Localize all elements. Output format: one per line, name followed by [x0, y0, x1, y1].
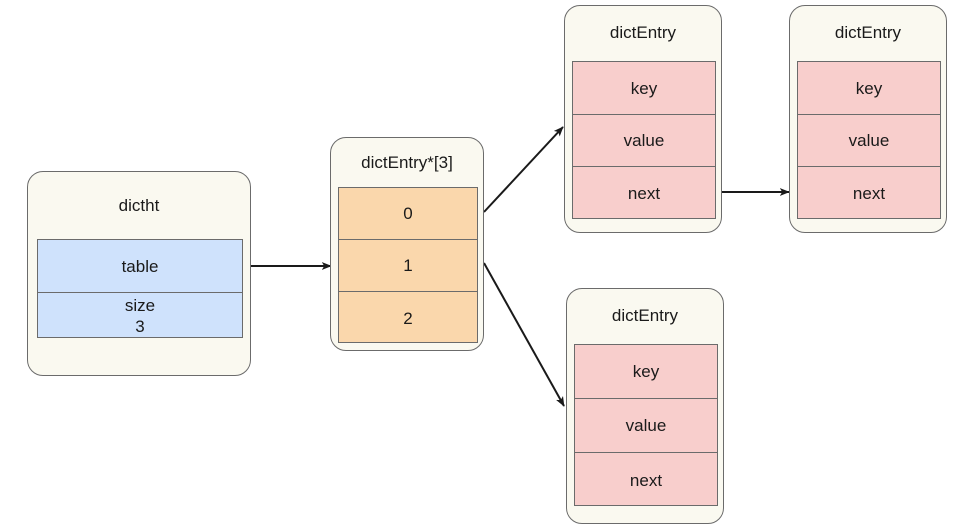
node-entry-bottom-title: dictEntry — [611, 306, 679, 325]
node-table-array-title: dictEntry*[3] — [361, 153, 453, 172]
array-slot-2[interactable]: 2 — [339, 292, 477, 342]
field-dictht-size[interactable]: size 3 — [38, 293, 242, 337]
node-table-array[interactable]: dictEntry*[3] 0 1 2 — [330, 137, 484, 351]
field-entry-bottom-next[interactable]: next — [575, 453, 717, 505]
array-slot-0[interactable]: 0 — [339, 188, 477, 240]
field-entry-bottom-value[interactable]: value — [575, 399, 717, 453]
node-dictht-title: dictht — [118, 196, 160, 215]
node-entry-top-right[interactable]: dictEntry key value next — [789, 5, 947, 233]
node-entry-bottom-fields: key value next — [574, 344, 718, 506]
arrow-slot1-to-entry-bottom — [483, 262, 565, 407]
field-entry-top-right-value[interactable]: value — [798, 115, 940, 167]
node-dictht[interactable]: dictht table size 3 — [27, 171, 251, 376]
field-entry-top-left-next[interactable]: next — [573, 167, 715, 218]
node-entry-bottom[interactable]: dictEntry key value next — [566, 288, 724, 524]
field-dictht-table[interactable]: table — [38, 240, 242, 293]
node-entry-top-left[interactable]: dictEntry key value next — [564, 5, 722, 233]
array-slot-1[interactable]: 1 — [339, 240, 477, 292]
node-table-array-fields: 0 1 2 — [338, 187, 478, 343]
node-entry-top-left-title: dictEntry — [609, 23, 677, 42]
node-dictht-fields: table size 3 — [37, 239, 243, 338]
node-entry-top-right-fields: key value next — [797, 61, 941, 219]
field-entry-top-left-key[interactable]: key — [573, 62, 715, 115]
node-entry-top-left-fields: key value next — [572, 61, 716, 219]
field-entry-top-right-key[interactable]: key — [798, 62, 940, 115]
arrow-slot0-to-entry-top-left — [483, 126, 564, 213]
field-entry-top-left-value[interactable]: value — [573, 115, 715, 167]
node-entry-top-right-title: dictEntry — [834, 23, 902, 42]
field-entry-top-right-next[interactable]: next — [798, 167, 940, 218]
field-entry-bottom-key[interactable]: key — [575, 345, 717, 399]
